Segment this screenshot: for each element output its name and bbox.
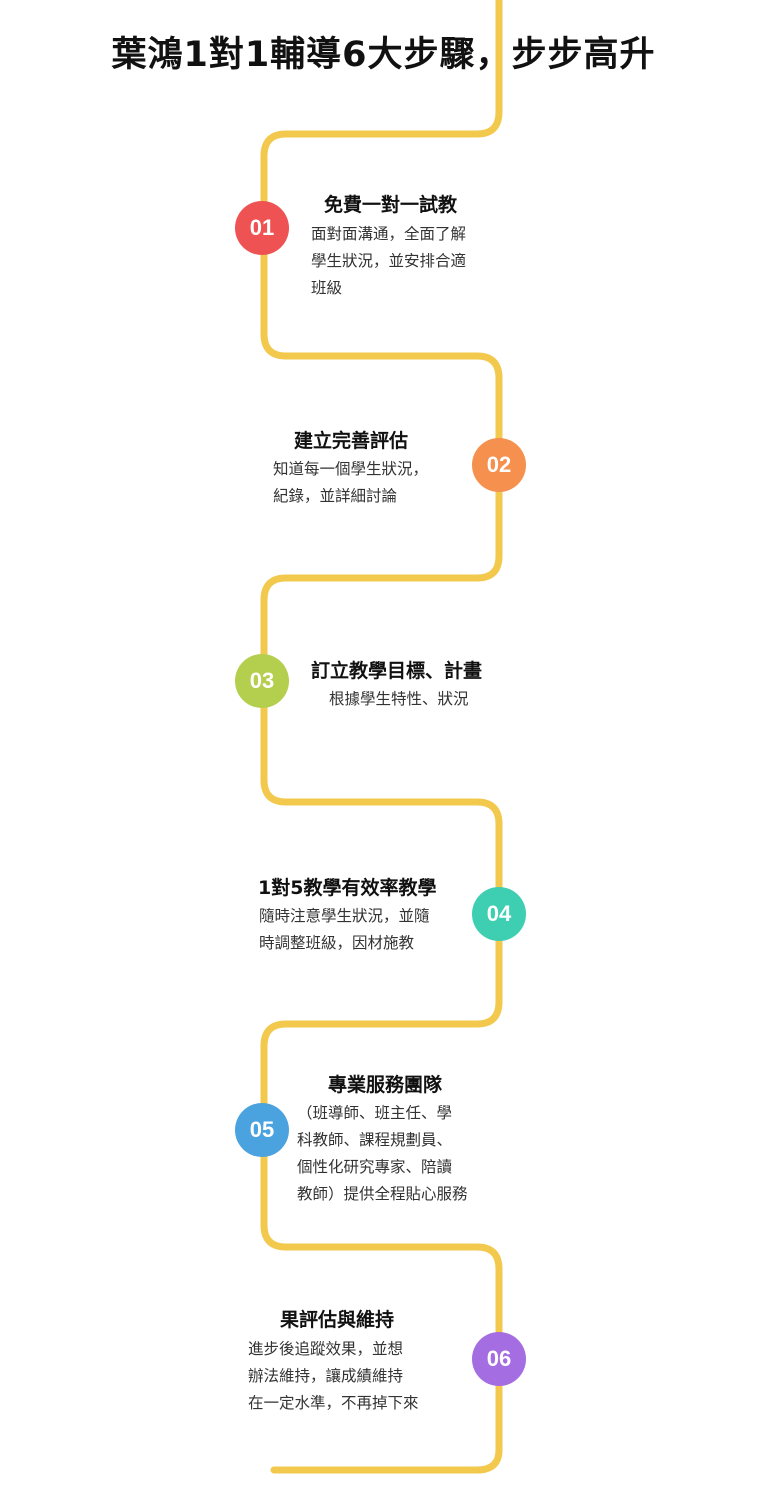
step-4-description: 隨時注意學生狀況，並隨 時調整班級，因材施教 xyxy=(259,903,430,957)
step-2-desc-line: 知道每一個學生狀況， xyxy=(273,460,429,478)
step-2-desc-line: 紀錄，並詳細討論 xyxy=(273,487,398,505)
step-4-number: 04 xyxy=(486,901,512,926)
step-3-badge: 03 xyxy=(235,654,289,708)
step-1-title: 免費一對一試教 xyxy=(324,194,458,216)
step-6-description: 進步後追蹤效果，並想 辦法維持，讓成績維持 在一定水準，不再掉下來 xyxy=(248,1336,419,1417)
step-6-desc-line: 在一定水準，不再掉下來 xyxy=(248,1394,419,1412)
step-4-badge: 04 xyxy=(472,887,526,941)
step-5-number: 05 xyxy=(249,1117,275,1142)
step-6-number: 06 xyxy=(486,1346,512,1371)
step-1-number: 01 xyxy=(249,215,275,240)
step-3-number: 03 xyxy=(249,668,275,693)
step-1-description: 面對面溝通，全面了解 學生狀況，並安排合適 班級 xyxy=(311,221,466,302)
step-6-badge: 06 xyxy=(472,1332,526,1386)
step-6-desc-line: 辦法維持，讓成績維持 xyxy=(248,1367,404,1385)
step-1-desc-line: 面對面溝通，全面了解 xyxy=(311,225,467,243)
step-5-desc-line: （班導師、班主任、學 xyxy=(297,1104,453,1122)
step-1-desc-line: 班級 xyxy=(311,279,343,297)
step-1-desc-line: 學生狀況，並安排合適 xyxy=(311,252,467,270)
step-6-title: 果評估與維持 xyxy=(280,1309,395,1331)
step-2-description: 知道每一個學生狀況， 紀錄，並詳細討論 xyxy=(273,456,428,510)
step-5-desc-line: 教師）提供全程貼心服務 xyxy=(297,1185,468,1203)
step-6-desc-line: 進步後追蹤效果，並想 xyxy=(248,1340,404,1358)
step-4-title: 1對5教學有效率教學 xyxy=(258,877,437,899)
step-1-badge: 01 xyxy=(235,201,289,255)
step-5-desc-line: 個性化研究專家、陪讀 xyxy=(297,1158,453,1176)
step-2-badge: 02 xyxy=(472,438,526,492)
step-5-title: 專業服務團隊 xyxy=(328,1074,443,1096)
page-title: 葉鴻1對1輔導6大步驟，步步高升 xyxy=(111,35,656,75)
step-4-desc-line: 隨時注意學生狀況，並隨 xyxy=(259,907,430,925)
step-2-number: 02 xyxy=(486,452,512,477)
step-3-desc-line: 根據學生特性、狀況 xyxy=(329,690,469,708)
step-5-desc-line: 科教師、課程規劃員、 xyxy=(297,1131,453,1149)
step-3-description: 根據學生特性、狀況 xyxy=(329,686,469,713)
step-5-badge: 05 xyxy=(235,1103,289,1157)
step-3-title: 訂立教學目標、計畫 xyxy=(311,660,483,682)
step-5-description: （班導師、班主任、學 科教師、課程規劃員、 個性化研究專家、陪讀 教師）提供全程… xyxy=(297,1100,468,1208)
step-4-desc-line: 時調整班級，因材施教 xyxy=(259,934,415,952)
step-2-title: 建立完善評估 xyxy=(294,430,409,452)
